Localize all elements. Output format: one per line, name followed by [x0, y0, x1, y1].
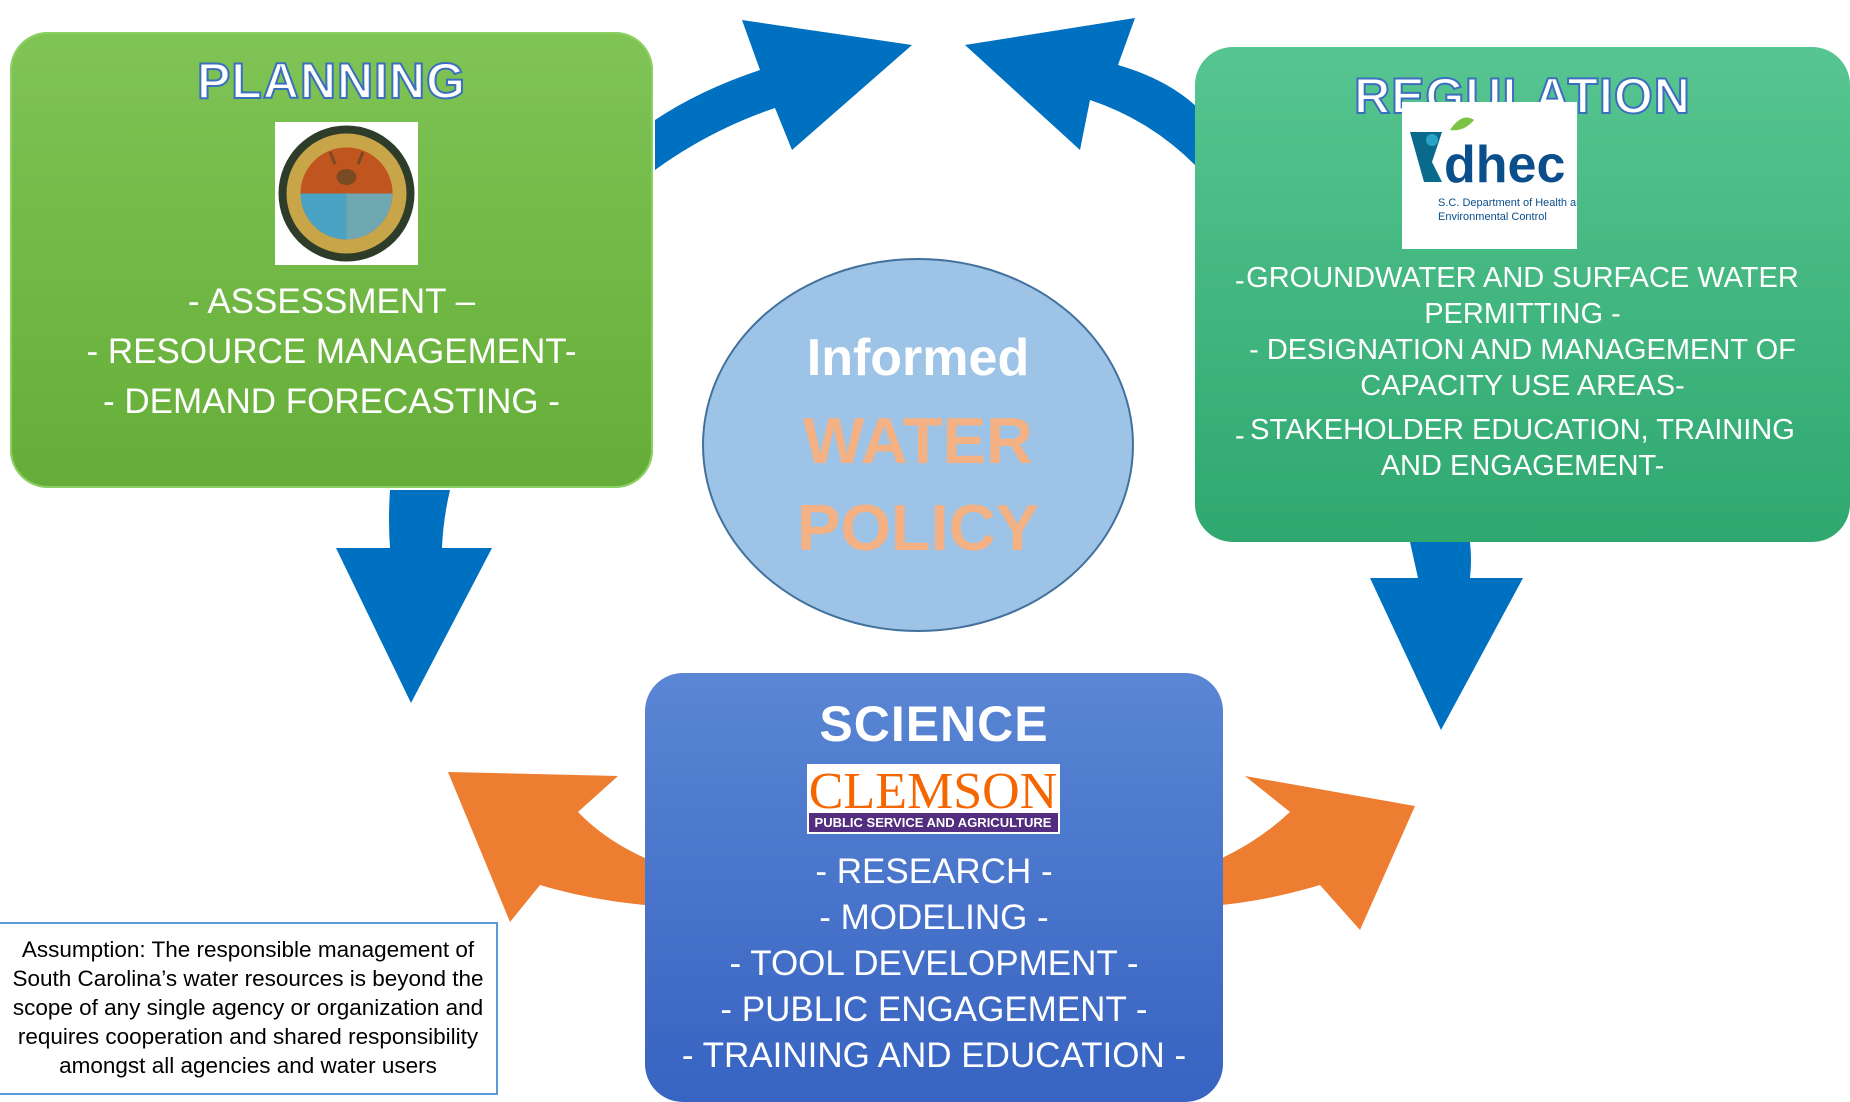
science-line: - TOOL DEVELOPMENT -	[729, 944, 1139, 983]
arrow-regulation-to-top	[965, 18, 1200, 165]
clemson-logo-sub: PUBLIC SERVICE AND AGRICULTURE	[815, 815, 1052, 830]
clemson-logo-text: CLEMSON	[809, 764, 1057, 820]
planning-line: - ASSESSMENT –	[187, 282, 476, 321]
planning-line: - RESOURCE MANAGEMENT-	[86, 332, 577, 371]
planning-line: - DEMAND FORECASTING -	[103, 382, 560, 421]
sc-dnr-seal-icon	[275, 122, 418, 265]
arrow-science-right	[1222, 776, 1415, 930]
center-line-water: WATER	[803, 404, 1033, 477]
assumption-note: Assumption: The responsible management o…	[0, 922, 498, 1095]
arrow-regulation-down	[1370, 542, 1523, 730]
regulation-line: CAPACITY USE AREAS-	[1360, 370, 1685, 402]
regulation-box: REGULATION dhec S.C. Department of Healt…	[1195, 47, 1850, 542]
science-title: SCIENCE	[819, 696, 1049, 752]
science-line: - TRAINING AND EDUCATION -	[681, 1036, 1187, 1075]
planning-list: - ASSESSMENT – - RESOURCE MANAGEMENT- - …	[10, 277, 653, 427]
planning-title: PLANNING	[196, 52, 467, 110]
regulation-line: GROUNDWATER AND SURFACE WATER	[1246, 262, 1799, 294]
note-line: Assumption: The responsible management o…	[21, 937, 475, 962]
dhec-logo-sub2: Environmental Control	[1438, 211, 1547, 223]
dhec-logo-text: dhec	[1444, 136, 1565, 194]
regulation-bullet-dash: -	[1235, 420, 1245, 452]
arrow-planning-to-top	[655, 20, 912, 170]
note-line: amongst all agencies and water users	[59, 1053, 437, 1078]
planning-box: PLANNING - ASSESSMENT – - RESOURCE MANAG…	[10, 32, 653, 488]
regulation-line: AND ENGAGEMENT-	[1380, 450, 1665, 482]
science-box: SCIENCE CLEMSON PUBLIC SERVICE AND AGRIC…	[645, 673, 1223, 1102]
dhec-logo-sub1: S.C. Department of Health and	[1438, 197, 1577, 209]
regulation-bullet-dash: -	[1235, 265, 1245, 297]
regulation-list: GROUNDWATER AND SURFACE WATER PERMITTING…	[1195, 260, 1850, 484]
science-line: - PUBLIC ENGAGEMENT -	[720, 990, 1148, 1029]
clemson-logo-icon: CLEMSON PUBLIC SERVICE AND AGRICULTURE	[807, 763, 1060, 834]
note-line: requires cooperation and shared responsi…	[17, 1024, 479, 1049]
center-line-policy: POLICY	[797, 491, 1039, 564]
regulation-line: PERMITTING -	[1424, 298, 1621, 330]
center-line-informed: Informed	[806, 329, 1030, 387]
regulation-line: STAKEHOLDER EDUCATION, TRAINING	[1250, 414, 1795, 446]
science-line: - RESEARCH -	[815, 852, 1053, 891]
science-line: - MODELING -	[819, 898, 1049, 937]
dhec-logo-icon: dhec S.C. Department of Health and Envir…	[1402, 102, 1588, 249]
science-list: - RESEARCH - - MODELING - - TOOL DEVELOP…	[645, 849, 1223, 1079]
arrow-planning-down	[336, 490, 492, 703]
note-line: South Carolina’s water resources is beyo…	[12, 966, 484, 991]
arrow-science-left	[448, 772, 645, 922]
informed-water-policy-circle: Informed WATER POLICY	[702, 258, 1134, 632]
regulation-line: - DESIGNATION AND MANAGEMENT OF	[1249, 334, 1796, 366]
note-line: scope of any single agency or organizati…	[12, 995, 484, 1020]
